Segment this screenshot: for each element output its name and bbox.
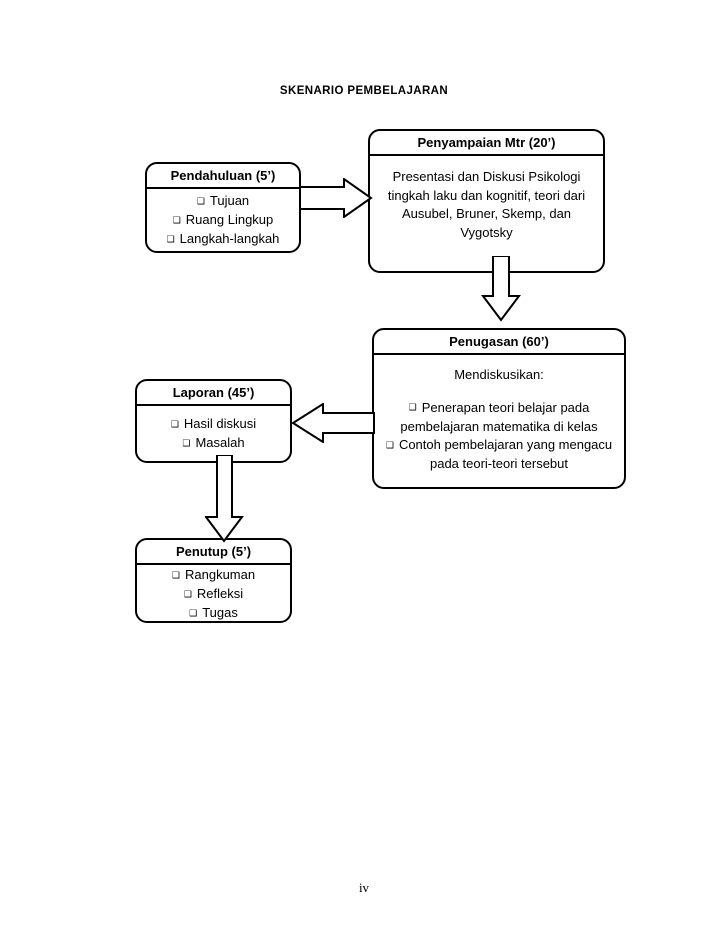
square-bullet-icon: ❑ [408,403,417,413]
bullet-item: ❑ Contoh pembelajaran yang mengacu pada t… [382,436,616,474]
square-bullet-icon: ❑ [196,196,205,207]
flow-node-title: Penugasan (60’) [374,330,624,355]
arrow-penyampaian-to-penugasan [481,256,521,322]
flow-node-title: Pendahuluan (5’) [147,164,299,189]
flow-node-body: ❑ Hasil diskusi ❑ Masalah [137,406,290,457]
bullet-label: Masalah [195,435,245,450]
flow-node-title: Penyampaian Mtr (20’) [370,131,603,156]
bullet-label: Tugas [202,605,238,620]
flow-node-title: Penutup (5’) [137,540,290,565]
flow-node-lead: Mendiskusikan: [454,367,544,382]
bullet-item: ❑ Hasil diskusi [145,415,282,434]
flow-node-laporan: Laporan (45’) ❑ Hasil diskusi ❑ Masalah [135,379,292,463]
bullet-label: Tujuan [209,193,250,208]
flow-node-pendahuluan: Pendahuluan (5’) ❑ Tujuan ❑ Ruang Lingkup … [145,162,301,253]
flow-node-title: Laporan (45’) [137,381,290,406]
bullet-label: Refleksi [196,586,244,601]
flow-node-body: Mendiskusikan: ❑Penerapan teori belajar … [374,355,624,478]
bullet-item: ❑Penerapan teori belajar pada pembelajar… [382,399,616,437]
flow-node-penyampaian: Penyampaian Mtr (20’) Presentasi dan Dis… [368,129,605,273]
arrow-pendahuluan-to-penyampaian [299,178,373,218]
square-bullet-icon: ❑ [189,608,198,619]
flow-node-text: Presentasi dan Diskusi Psikologi tingkah… [387,169,586,240]
arrow-penugasan-to-laporan [291,403,375,443]
bullet-item: ❑ Masalah [145,434,282,453]
bullet-item: ❑ Refleksi [145,585,282,604]
page-number: iv [358,880,370,895]
square-bullet-icon: ❑ [170,419,179,430]
square-bullet-icon: ❑ [171,570,180,581]
bullet-label: Contoh pembelajaran yang mengacu pada te… [398,437,613,471]
bullet-item: ❑ Tugas [145,604,282,621]
square-bullet-icon: ❑ [166,234,175,245]
square-bullet-icon: ❑ [172,215,181,226]
flow-node-body: ❑ Tujuan ❑ Ruang Lingkup ❑ Langkah-langkah [147,189,299,251]
bullet-label: Rangkuman [184,567,256,582]
bullet-label: Ruang Lingkup [185,212,274,227]
flow-node-penutup: Penutup (5’) ❑ Rangkuman ❑ Refleksi ❑ Tugas [135,538,292,623]
flow-node-body: Presentasi dan Diskusi Psikologi tingkah… [370,156,603,246]
flow-node-body: ❑ Rangkuman ❑ Refleksi ❑ Tugas [137,565,290,621]
square-bullet-icon: ❑ [385,440,394,451]
page-title: SKENARIO PEMBELAJARAN [279,85,449,97]
bullet-label: Langkah-langkah [179,231,280,246]
bullet-item: ❑ Langkah-langkah [155,230,291,249]
bullet-label: Hasil diskusi [183,416,257,431]
bullet-item: ❑ Tujuan [155,192,291,211]
square-bullet-icon: ❑ [182,438,191,449]
flow-node-penugasan: Penugasan (60’) Mendiskusikan: ❑Penerapa… [372,328,626,489]
bullet-item: ❑ Ruang Lingkup [155,211,291,230]
bullet-label: Penerapan teori belajar pada pembelajara… [400,399,598,434]
square-bullet-icon: ❑ [183,589,192,600]
arrow-laporan-to-penutup [205,455,245,543]
bullet-item: ❑ Rangkuman [145,566,282,585]
